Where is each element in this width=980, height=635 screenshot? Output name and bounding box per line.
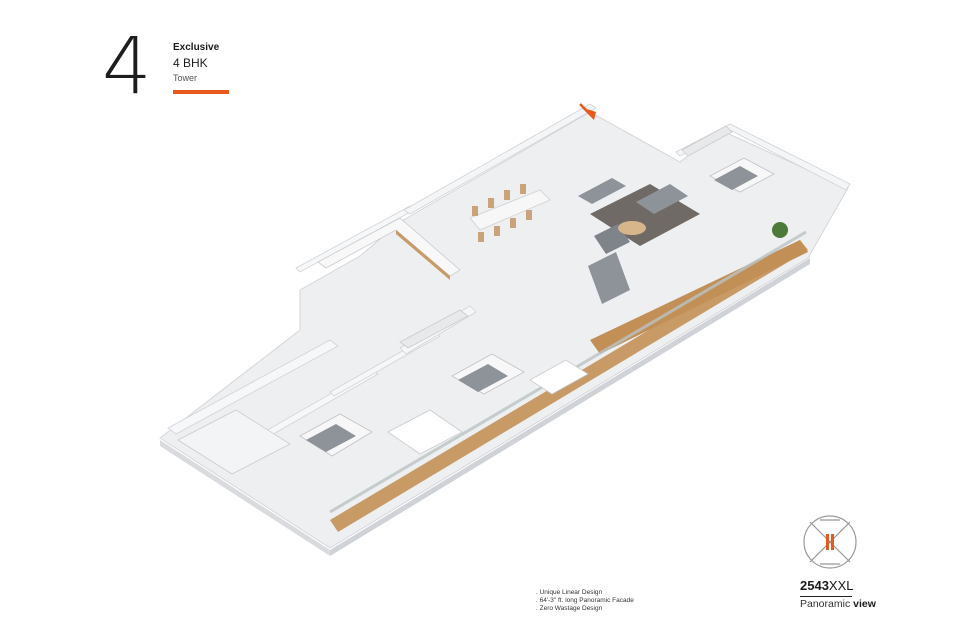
bathroom-left [177,409,291,475]
top-right-wall [675,123,851,191]
coffee-table [618,221,646,235]
kitchen-wood-strip [396,230,450,280]
bed-1-blanket [306,424,356,452]
brand-block: 2543XXL Panoramic view [798,512,888,612]
wardrobe-2 [681,125,733,157]
header-bhk: 4 BHK [173,56,208,70]
feature-item: . Unique Linear Design [536,589,603,596]
bed-2-blanket [458,364,508,392]
arrow-icon [579,103,596,120]
dining-table [469,189,551,231]
left-wing-wall [167,339,339,435]
brand-code: 2543XXL [800,578,854,593]
brand-subtitle: Panoramic view [800,598,876,610]
balcony-deck [330,240,808,532]
header-tower: Tower [173,73,198,83]
plant [772,222,788,238]
feature-item: . Zero Wastage Design [536,605,603,612]
sofa-3 [588,252,630,304]
dining-chairs [472,184,532,242]
slab-side-front [330,258,810,556]
header-exclusive: Exclusive [173,42,220,53]
feature-item: . 64'-3" ft. long Panoramic Facade [536,597,634,604]
sofa-1 [578,178,626,204]
brand-divider [800,596,852,597]
bathroom-right [529,359,589,395]
feature-list: . Unique Linear Design . 64'-3" ft. long… [536,589,634,613]
living-back-wall [403,103,597,215]
bed-3-blanket [714,166,758,190]
bhk-number: 4 [102,22,152,112]
panoramic-view-logo-icon [803,515,857,569]
bathroom-mid [387,409,463,455]
project-header: 4 Exclusive 4 BHK Tower [100,28,260,126]
wardrobe-1 [399,309,469,349]
sofa-2 [636,184,688,214]
slab-side [160,440,330,556]
accent-underline [173,90,229,94]
